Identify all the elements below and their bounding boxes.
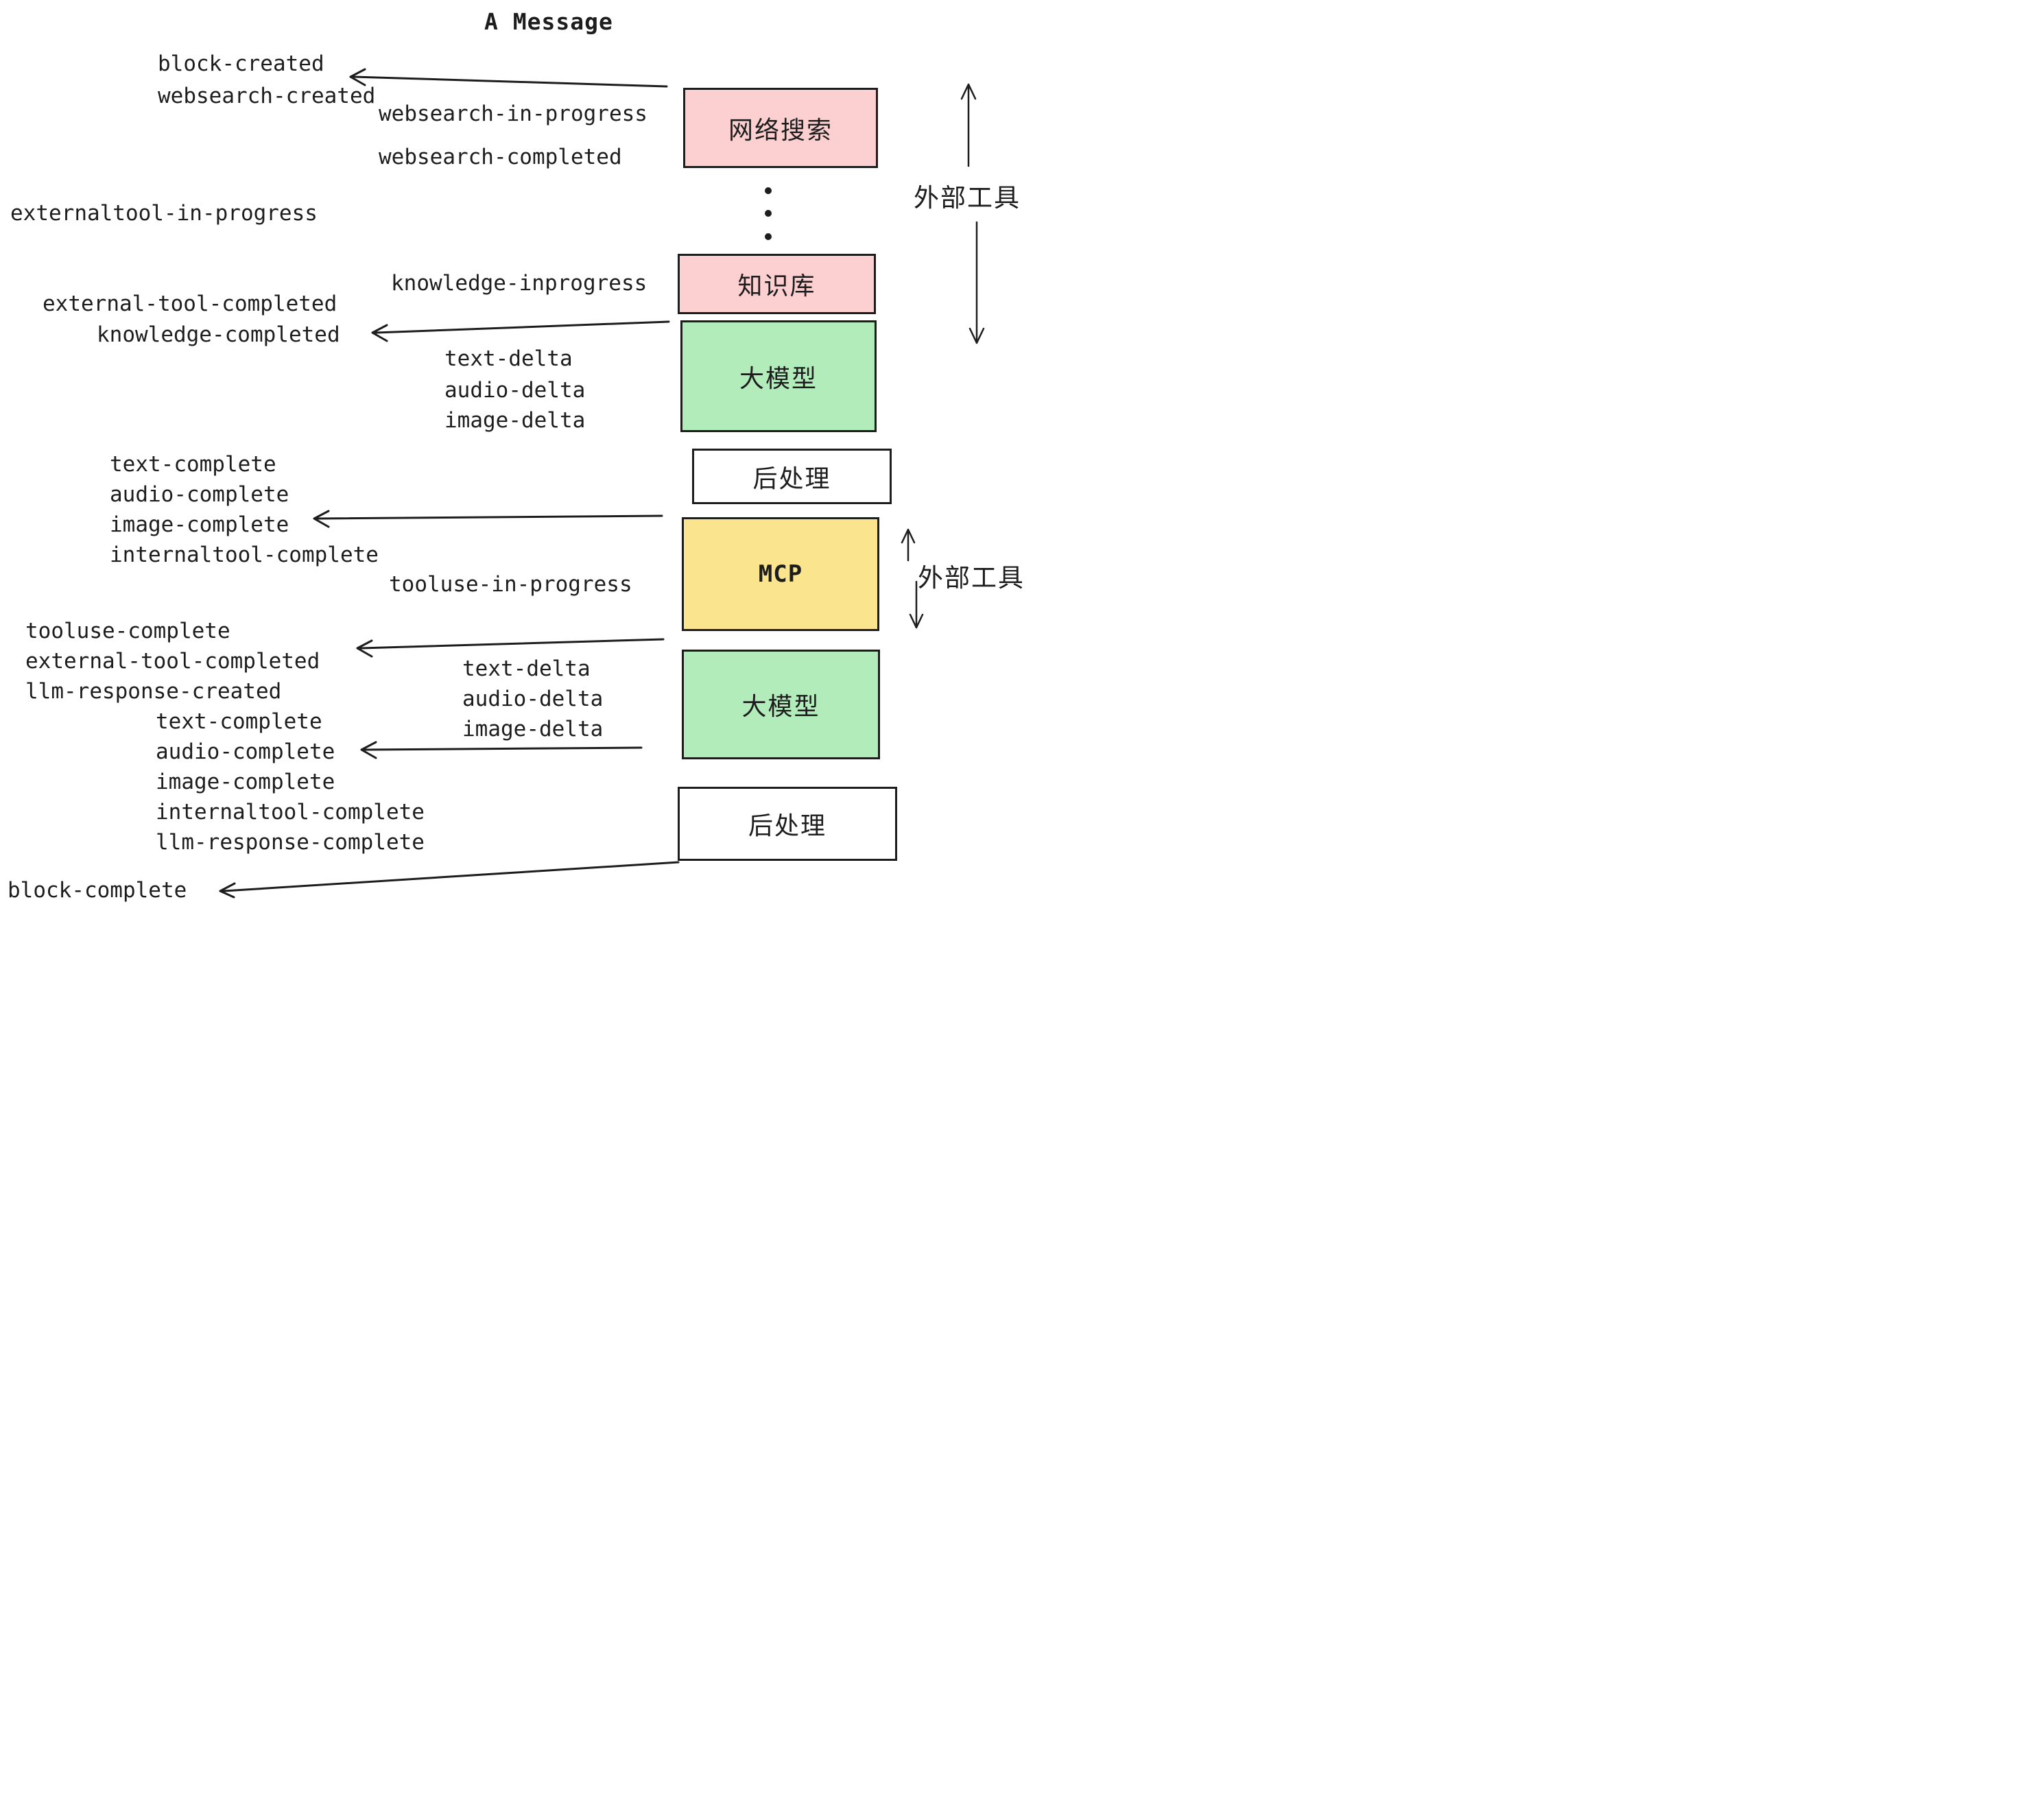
event-label: image-complete [110,512,289,537]
event-label: external-tool-completed [43,292,337,316]
event-label: audio-delta [444,378,586,403]
event-label: block-created [158,51,324,76]
arrow-llm2-to-complete [360,741,643,759]
event-label: llm-response-complete [156,830,425,855]
external-tools-arrow-up-1 [960,83,977,167]
event-label: tooluse-complete [25,619,230,643]
event-label: websearch-in-progress [379,102,647,126]
arrow-mcp-to-tooluse-complete [356,638,665,658]
event-label: websearch-created [158,84,376,108]
box-knowledge-base-label: 知识库 [737,272,816,300]
arrow-websearch-to-created [349,68,668,88]
box-llm-1: 大模型 [680,320,877,432]
event-label: externaltool-in-progress [10,201,318,226]
arrow-to-block-complete [219,861,680,899]
box-mcp-label: MCP [758,560,803,588]
box-mcp: MCP [682,517,879,631]
arrow-postprocess-to-complete [313,510,663,528]
external-tools-arrow-down-1 [968,221,985,344]
event-label: text-delta [444,346,573,371]
event-label: audio-complete [156,739,335,764]
arrow-knowledge-to-completed [371,320,670,342]
event-label: internaltool-complete [110,543,379,567]
box-postprocess-2-label: 后处理 [748,811,827,840]
ellipsis-dots [765,187,772,240]
event-label: text-complete [110,452,276,477]
event-label: tooluse-in-progress [389,572,632,597]
box-knowledge-base: 知识库 [678,254,876,314]
external-tools-label-1: 外部工具 [914,184,1021,212]
box-websearch: 网络搜索 [683,88,878,168]
external-tools-label-2: 外部工具 [918,564,1022,592]
diagram-title: A Message [484,8,613,35]
box-websearch-label: 网络搜索 [728,115,833,144]
box-llm-2-label: 大模型 [741,692,820,720]
box-postprocess-1-label: 后处理 [752,464,831,492]
event-label: image-complete [156,770,335,794]
event-label: llm-response-created [25,679,282,704]
event-label: image-delta [444,408,586,433]
event-label: websearch-completed [379,145,622,169]
event-label: internaltool-complete [156,800,425,824]
box-llm-2: 大模型 [682,650,880,759]
event-label: external-tool-completed [25,649,320,674]
event-label: text-delta [462,656,591,681]
sequence-diagram: A Message block-created websearch-create… [0,0,1022,902]
event-label: audio-complete [110,482,289,507]
box-postprocess-2: 后处理 [678,787,897,861]
event-label: audio-delta [462,687,604,711]
event-label: knowledge-inprogress [391,271,647,296]
external-tools-arrow-up-2 [901,528,916,562]
box-postprocess-1: 后处理 [692,449,892,504]
box-llm-1-label: 大模型 [739,364,818,392]
event-label: image-delta [462,717,604,741]
event-label: knowledge-completed [97,322,340,347]
event-label: text-complete [156,709,322,734]
event-label: block-complete [8,878,187,902]
